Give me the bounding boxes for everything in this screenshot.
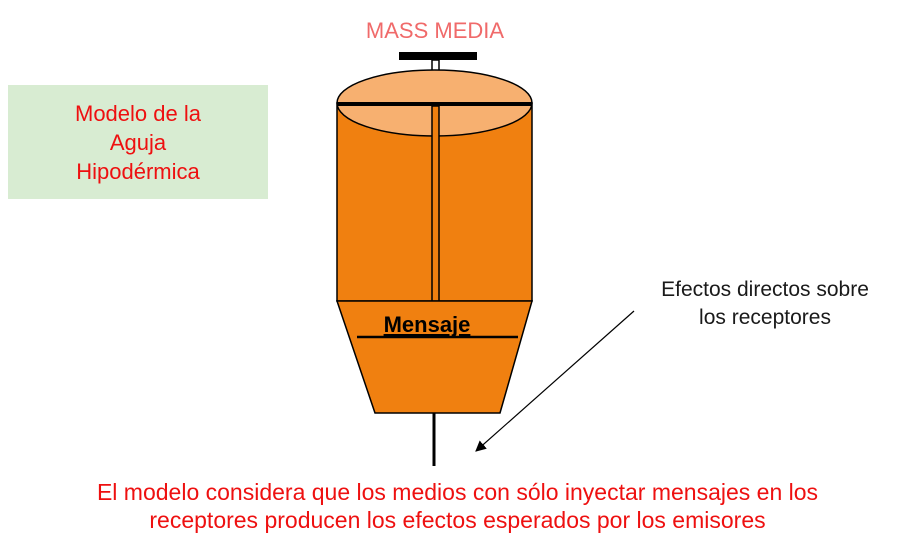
model-name-line-1: Modelo de la [75,100,201,126]
message-label: Mensaje [383,312,471,337]
caption-line-1: El modelo considera que los medios con s… [96,479,819,505]
effects-line-1: Efectos directos sobre [661,278,869,301]
caption-line-2: receptores producen los efectos esperado… [149,507,766,533]
plunger-handle [399,52,477,60]
plunger-rod-inner [431,105,440,302]
model-name-line-3: Hipodérmica [76,158,200,184]
syringe-cone [335,300,533,414]
model-name-line-2: Aguja [109,129,167,155]
effects-annotation: Efectos directos sobre los receptores [620,276,910,332]
model-name-box: Modelo de la Aguja Hipodérmica [8,85,268,199]
diagram-title: MASS MEDIA [365,18,505,43]
caption: El modelo considera que los medios con s… [0,478,915,534]
effects-line-2: los receptores [699,306,831,329]
effects-arrow [475,310,635,452]
